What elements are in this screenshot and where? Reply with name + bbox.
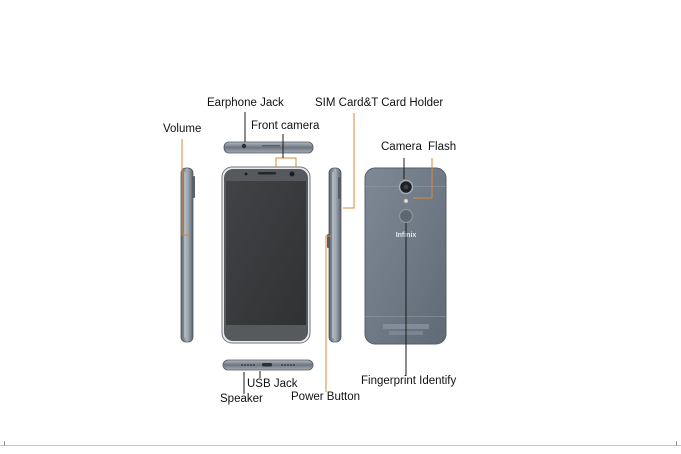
sim-holder-callout [343, 113, 354, 208]
usb-port-icon [262, 363, 272, 367]
phone-right-side-view [327, 168, 341, 342]
usb-jack-label: USB Jack [247, 378, 298, 391]
earphone-jack-label: Earphone Jack [207, 97, 284, 110]
volume-button [192, 176, 195, 198]
phone-screen [226, 181, 306, 325]
phone-left-side-view [181, 168, 195, 342]
speaker-label: Speaker [220, 393, 263, 406]
rear-flash [404, 199, 408, 203]
volume-label: Volume [163, 123, 201, 136]
fingerprint-sensor [400, 210, 413, 223]
phone-front-view [222, 167, 310, 343]
camera-label: Camera [381, 141, 422, 154]
rule-tick-left [4, 441, 5, 446]
earpiece-icon [258, 172, 276, 175]
front-camera-lens [289, 171, 294, 176]
flash-label: Flash [428, 141, 456, 154]
fingerprint-label: Fingerprint Identify [361, 375, 456, 388]
phone-bottom-edge-view [223, 360, 313, 370]
front-camera-label: Front camera [251, 120, 319, 133]
front-camera-callout [276, 158, 296, 167]
power-button-label: Power Button [291, 391, 360, 404]
sim-card-holder-label: SIM Card&T Card Holder [315, 97, 443, 110]
page-bottom-rule [0, 445, 681, 446]
earphone-jack-hole [242, 144, 246, 148]
phone-top-edge-view [224, 142, 313, 153]
rule-tick-right [676, 441, 677, 446]
sim-tray-slot [338, 177, 341, 199]
